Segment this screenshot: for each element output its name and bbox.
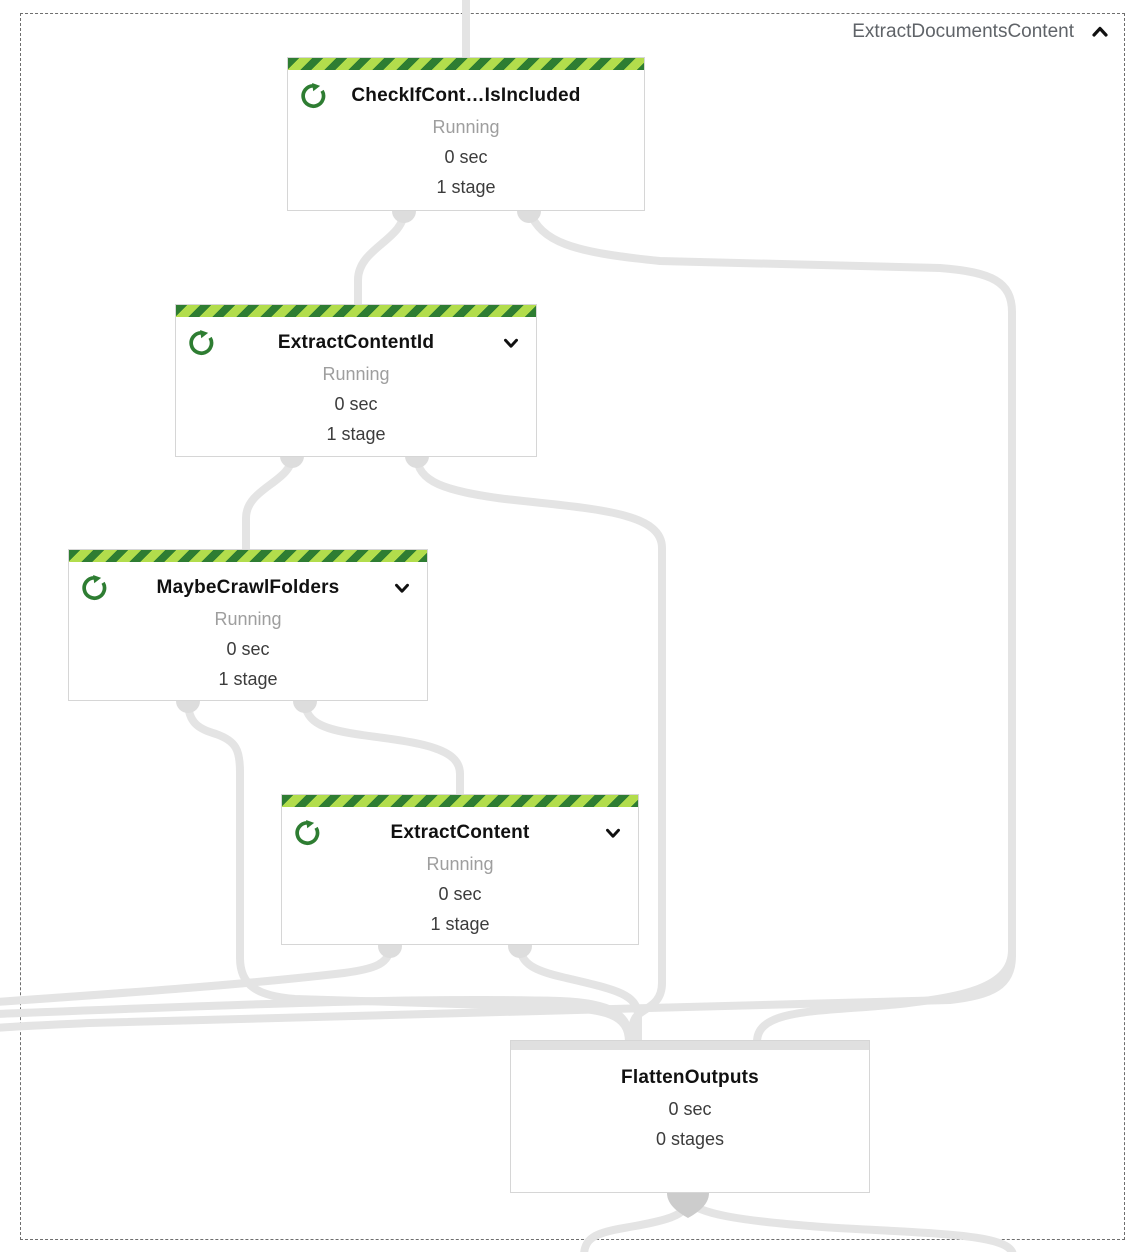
- node-stages: 1 stage: [326, 424, 386, 444]
- node-checkifcontent-isincluded[interactable]: CheckIfCont…IsIncluded Running 0 sec 1 s…: [287, 57, 645, 211]
- node-status: Running: [322, 364, 390, 384]
- node-duration: 0 sec: [334, 394, 378, 414]
- node-duration: 0 sec: [226, 639, 270, 659]
- group-header: ExtractDocumentsContent: [852, 20, 1112, 44]
- node-extractcontent[interactable]: ExtractContent Running 0 sec 1 stage: [281, 794, 639, 945]
- flatten-output-funnel: [667, 1193, 709, 1218]
- edge: [753, 949, 1016, 1043]
- node-flattenoutputs[interactable]: FlattenOutputs 0 sec 0 stages: [510, 1040, 870, 1193]
- edge: [516, 945, 642, 1042]
- node-stages: 1 stage: [218, 669, 278, 689]
- node-title: FlattenOutputs: [621, 1067, 759, 1088]
- running-spinner-icon: [295, 820, 320, 846]
- edge: [354, 210, 408, 306]
- edge: [184, 700, 633, 1043]
- edge: [0, 996, 634, 1043]
- running-stripe-header: [288, 58, 644, 70]
- node-title: CheckIfCont…IsIncluded: [351, 85, 581, 106]
- edge: [301, 700, 464, 800]
- chevron-up-icon[interactable]: [1088, 20, 1112, 44]
- node-duration: 0 sec: [668, 1099, 712, 1119]
- running-stripe-header: [69, 550, 427, 562]
- edge: [580, 1199, 692, 1252]
- edge: [0, 945, 394, 1006]
- node-stages: 1 stage: [430, 914, 490, 934]
- node-stages: 1 stage: [436, 177, 496, 197]
- node-title: ExtractContent: [390, 822, 530, 843]
- node-maybecrawlfolders[interactable]: MaybeCrawlFolders Running 0 sec 1 stage: [68, 549, 428, 701]
- running-spinner-icon: [82, 575, 107, 601]
- running-stripe-header: [282, 795, 638, 807]
- running-stripe-header: [176, 305, 536, 317]
- edge: [684, 1197, 1017, 1252]
- chevron-down-icon[interactable]: [391, 577, 413, 599]
- node-stages: 0 stages: [655, 1129, 725, 1149]
- node-status: Running: [426, 854, 494, 874]
- edge: [413, 455, 666, 1043]
- node-title: ExtractContentId: [277, 332, 435, 353]
- chevron-down-icon[interactable]: [500, 332, 522, 354]
- node-duration: 0 sec: [444, 147, 488, 167]
- node-title: MaybeCrawlFolders: [156, 577, 340, 598]
- node-status: Running: [432, 117, 500, 137]
- node-status: Running: [214, 609, 282, 629]
- running-spinner-icon: [189, 330, 214, 356]
- edge: [242, 455, 296, 550]
- chevron-down-icon[interactable]: [602, 822, 624, 844]
- edge: [0, 209, 1016, 1032]
- group-boundary: [20, 13, 1125, 1240]
- node-extractcontentid[interactable]: ExtractContentId Running 0 sec 1 stage: [175, 304, 537, 457]
- idle-header-bar: [511, 1041, 869, 1050]
- running-spinner-icon: [301, 83, 326, 109]
- node-duration: 0 sec: [438, 884, 482, 904]
- group-title: ExtractDocumentsContent: [852, 21, 1074, 42]
